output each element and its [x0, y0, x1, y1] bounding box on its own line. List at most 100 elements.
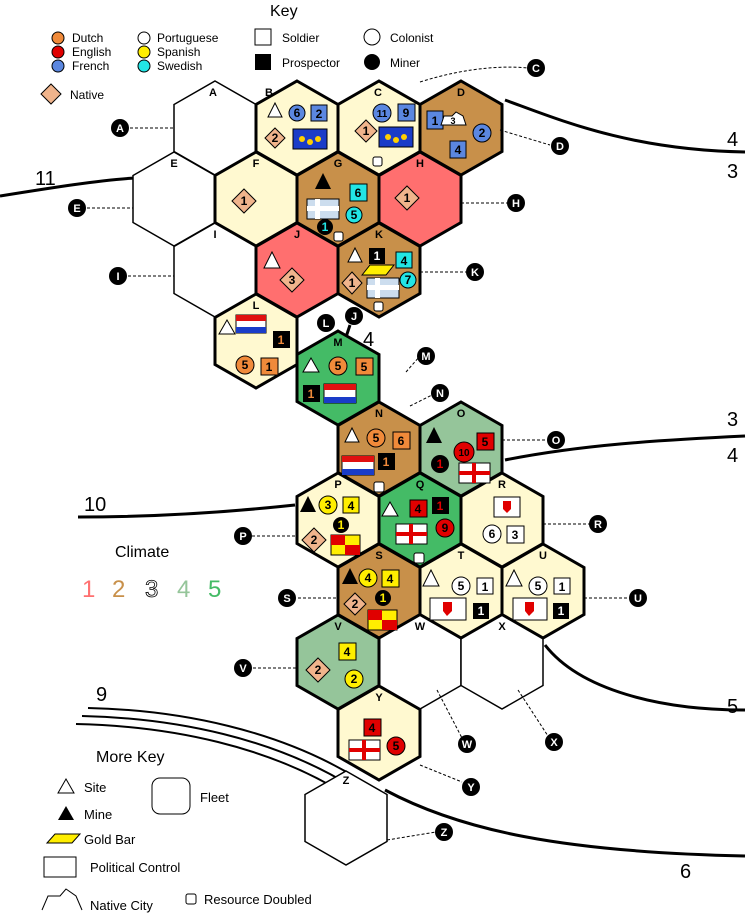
- prospector-counter[interactable]: [369, 248, 385, 264]
- mine-icon: [315, 173, 331, 189]
- callout-O[interactable]: [547, 431, 565, 449]
- dutch-soldier[interactable]: [392, 431, 411, 450]
- dutch-soldier[interactable]: [260, 357, 279, 376]
- callout-P[interactable]: [234, 527, 252, 545]
- miner-counter[interactable]: [431, 455, 449, 473]
- french-colonist[interactable]: [288, 104, 306, 122]
- english-soldier[interactable]: [409, 499, 428, 518]
- callout-W[interactable]: [458, 735, 476, 753]
- spanish-soldier[interactable]: [342, 496, 360, 514]
- resource-doubled-icon: [373, 301, 384, 312]
- dutch-colonist[interactable]: [366, 428, 386, 448]
- callout-A[interactable]: [111, 119, 129, 137]
- english-colonist[interactable]: [386, 736, 406, 756]
- spanish-colonist[interactable]: [318, 495, 338, 515]
- native-counter[interactable]: [354, 119, 378, 143]
- hex-letter-O: O: [457, 408, 466, 420]
- native-counter[interactable]: [279, 267, 305, 293]
- callout-C[interactable]: [527, 59, 545, 77]
- callout-S[interactable]: [278, 589, 296, 607]
- counter-value: 5: [361, 360, 368, 374]
- native-counter[interactable]: [341, 271, 363, 295]
- native-counter[interactable]: [343, 592, 367, 616]
- portuguese-soldier[interactable]: [553, 577, 571, 595]
- counter-value: 1: [478, 604, 485, 618]
- dutch-colonist[interactable]: [235, 355, 255, 375]
- counter-value: 1: [432, 114, 439, 128]
- callout-R[interactable]: [589, 515, 607, 533]
- native-counter[interactable]: [264, 127, 286, 149]
- dutch-soldier[interactable]: [355, 357, 374, 376]
- miner-counter[interactable]: [375, 590, 391, 606]
- zone-number: 3: [727, 409, 738, 431]
- prospector-counter[interactable]: [553, 603, 569, 619]
- french-swatch: [51, 59, 65, 73]
- spanish-colonist[interactable]: [358, 568, 378, 588]
- mine-icon: [342, 568, 358, 584]
- dutch-colonist[interactable]: [328, 356, 348, 376]
- callout-label-V: V: [239, 663, 247, 675]
- prospector-counter[interactable]: [473, 603, 489, 619]
- callout-K[interactable]: [466, 263, 484, 281]
- counter-value: 10: [458, 448, 470, 459]
- callout-J[interactable]: [345, 307, 363, 325]
- english-colonist[interactable]: [453, 441, 475, 463]
- native-counter[interactable]: [231, 188, 257, 214]
- prospector-counter[interactable]: [378, 453, 395, 470]
- hex-contents: 6 2 2 11 9 1 1 3 2 4 1 6 5: [218, 101, 571, 761]
- callout-L[interactable]: [317, 314, 335, 332]
- spanish-colonist[interactable]: [344, 669, 364, 689]
- native-counter[interactable]: [301, 527, 327, 553]
- portuguese-soldier[interactable]: [476, 577, 494, 595]
- swedish-soldier[interactable]: [395, 251, 413, 269]
- counter-value: 5: [373, 431, 380, 445]
- english-colonist[interactable]: [435, 518, 455, 538]
- counter-value: 2: [316, 107, 323, 121]
- native-counter[interactable]: [394, 185, 420, 211]
- french-soldier[interactable]: [310, 104, 328, 122]
- callout-V[interactable]: [234, 659, 252, 677]
- english-soldier[interactable]: [363, 718, 382, 737]
- callout-N[interactable]: [431, 384, 449, 402]
- callout-U[interactable]: [629, 589, 647, 607]
- swedish-soldier[interactable]: [349, 183, 368, 202]
- portuguese-colonist[interactable]: [482, 524, 502, 544]
- climate-level-5: 5: [208, 576, 221, 603]
- spanish-soldier[interactable]: [381, 569, 400, 588]
- callout-D[interactable]: [551, 137, 569, 155]
- callout-H[interactable]: [507, 194, 525, 212]
- portuguese-colonist[interactable]: [528, 576, 548, 596]
- callout-X[interactable]: [545, 733, 563, 751]
- callout-label-E: E: [73, 203, 80, 215]
- portuguese-soldier[interactable]: [506, 525, 525, 544]
- callout-M[interactable]: [417, 347, 435, 365]
- climate-legend: Climate 1 2 3 4 5: [82, 544, 221, 603]
- miner-counter[interactable]: [317, 219, 333, 235]
- prospector-counter[interactable]: [273, 331, 290, 348]
- spanish-soldier[interactable]: [338, 642, 357, 661]
- callout-I[interactable]: [109, 267, 127, 285]
- english-soldier[interactable]: [476, 432, 495, 451]
- swedish-colonist[interactable]: [399, 271, 417, 289]
- boundary-11: [0, 176, 136, 198]
- callout-Y[interactable]: [462, 778, 480, 796]
- french-colonist[interactable]: [372, 103, 392, 123]
- prospector-counter[interactable]: [303, 385, 320, 402]
- callout-E[interactable]: [68, 199, 86, 217]
- french-soldier[interactable]: [449, 140, 467, 159]
- callout-Z[interactable]: [435, 823, 453, 841]
- callout-label-A: A: [116, 123, 124, 135]
- swedish-colonist[interactable]: [345, 206, 363, 224]
- french-colonist[interactable]: [472, 123, 492, 143]
- counter-value: 1: [558, 604, 565, 618]
- native-counter[interactable]: [305, 657, 331, 683]
- mine-key-icon: [58, 806, 74, 820]
- boundary-3-4: [504, 434, 746, 462]
- portuguese-colonist[interactable]: [451, 576, 471, 596]
- boundary-5: [543, 644, 746, 712]
- french-soldier[interactable]: [397, 103, 416, 122]
- miner-counter[interactable]: [333, 517, 349, 533]
- prospector-counter[interactable]: [432, 497, 449, 514]
- counter-value: 1: [559, 580, 566, 594]
- site-icon: [344, 426, 360, 443]
